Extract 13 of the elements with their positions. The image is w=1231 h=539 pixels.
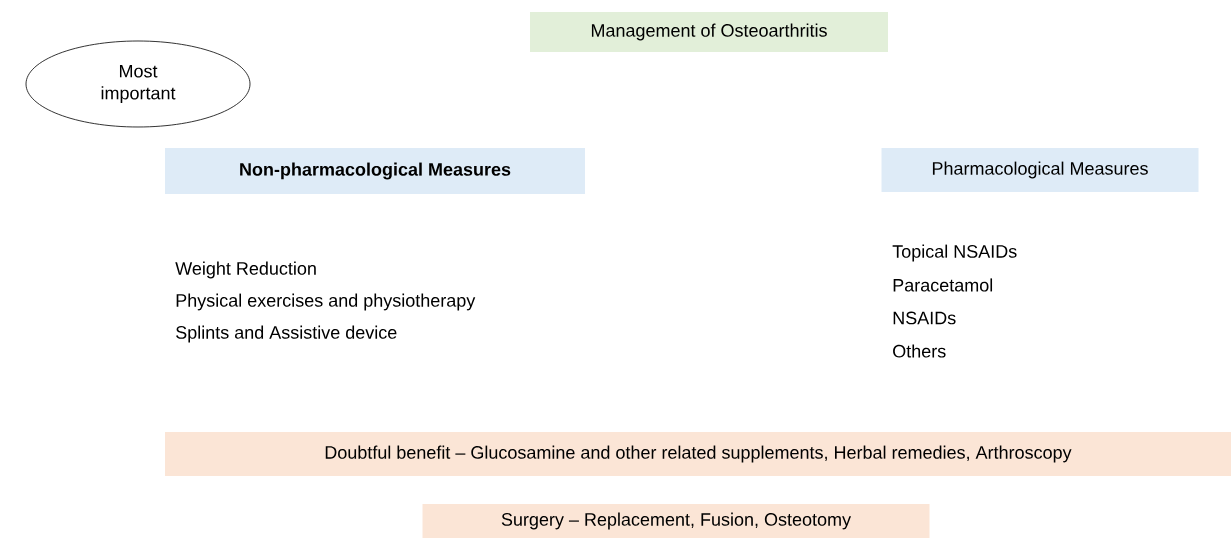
list-item: Others — [893, 344, 946, 358]
list-item: Physical exercises and physiotherapy — [176, 293, 476, 311]
list-item: Topical NSAIDs — [892, 244, 1017, 262]
heading-band: Non-pharmacological Measures — [165, 148, 585, 194]
heading-band: Pharmacological Measures — [881, 148, 1199, 192]
list-item: NSAIDs — [893, 311, 956, 325]
heading-band: Doubtful benefit – Glucosamine and other related supplements, Herbal remedies, Arthroscopy — [165, 432, 1231, 476]
heading-band: Management of Osteoarthritis — [530, 12, 888, 52]
ellipse-callout: Most important — [25, 40, 251, 128]
list-item: Paracetamol — [893, 278, 993, 292]
list-item: Weight Reduction — [175, 261, 316, 279]
heading-band: Surgery – Replacement, Fusion, Osteotomy — [422, 504, 930, 538]
list-item: Splints and Assistive device — [176, 325, 397, 343]
